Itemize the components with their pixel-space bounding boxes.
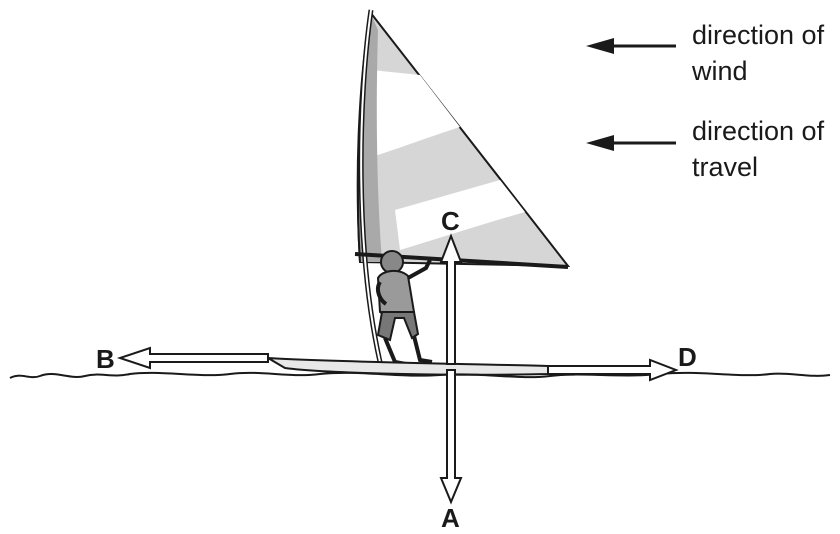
force-label-c: C [441,206,460,236]
wind-legend-line1: direction of [692,20,825,50]
travel-legend-line2: travel [692,152,759,182]
force-arrow-a [439,369,463,505]
surfer-figure [375,250,433,366]
force-arrow-b [116,346,269,370]
wind-legend-line2: wind [692,56,748,86]
force-label-a: A [441,503,460,533]
wind-direction-arrow [586,38,676,54]
sailboard [267,357,549,376]
water-surface [9,371,831,379]
travel-direction-arrow [586,135,676,151]
force-label-d: D [678,342,697,372]
travel-legend-line1: direction of [692,116,825,146]
force-arrow-c [439,233,463,365]
force-arrow-d [547,358,679,382]
sail [356,9,571,268]
force-label-b: B [96,344,115,374]
